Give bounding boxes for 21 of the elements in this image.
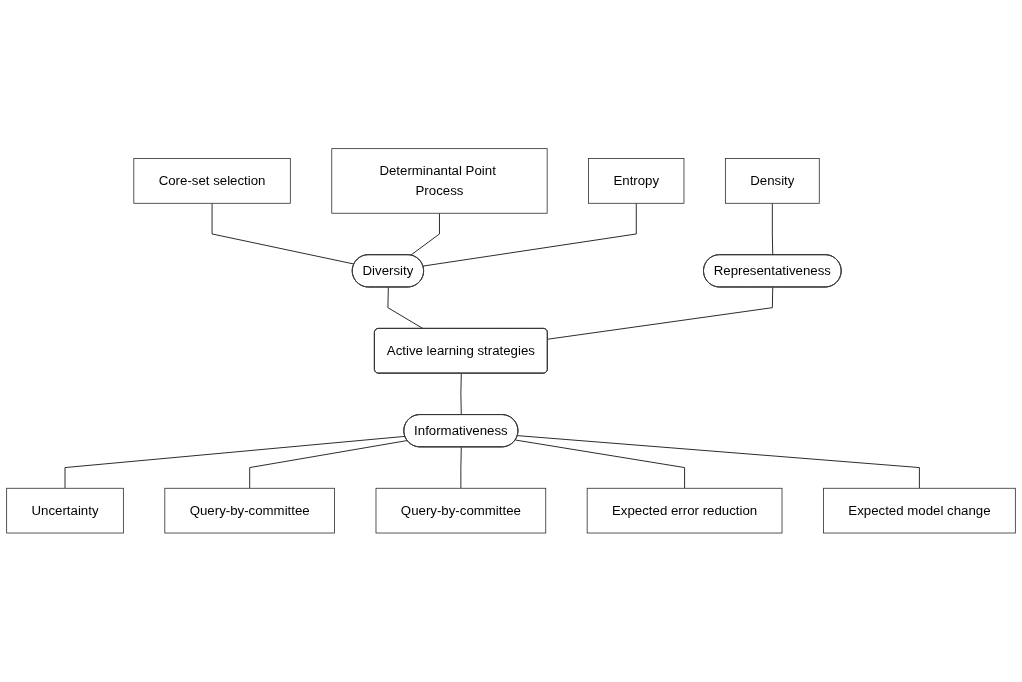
node-box: Query-by-committee	[164, 488, 335, 534]
connector	[460, 447, 462, 489]
connector	[410, 213, 440, 256]
connector	[460, 373, 462, 416]
connector	[517, 435, 920, 489]
node-box: Entropy	[588, 158, 685, 204]
connector	[211, 203, 355, 265]
node-box: Expected error reduction	[586, 488, 783, 534]
connector	[422, 203, 637, 267]
node-box: Uncertainty	[6, 488, 124, 534]
node-box: Density	[724, 158, 820, 204]
connector	[515, 439, 685, 489]
node-box: Core-set selection	[133, 158, 291, 204]
connector	[64, 436, 406, 489]
node-box: Determinantal Point Process	[331, 148, 548, 214]
node-box: Query-by-committee	[375, 488, 547, 534]
connector	[249, 440, 408, 489]
connector	[387, 287, 424, 330]
connector	[547, 287, 774, 340]
connector	[771, 203, 774, 256]
node-box: Expected model change	[823, 488, 1016, 534]
